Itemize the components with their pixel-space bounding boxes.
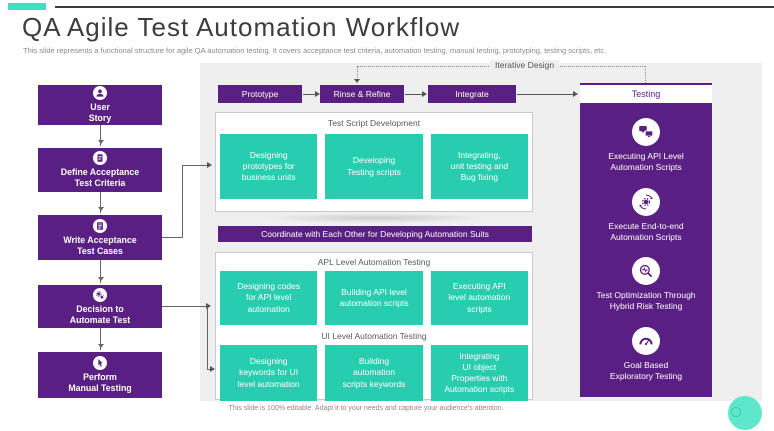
testing-item-test-optimization[interactable]: Test Optimization Through Hybrid Risk Te… bbox=[586, 257, 706, 312]
testing-item-end-to-end[interactable]: Execute End-to-end Automation Scripts bbox=[586, 187, 706, 243]
flow-step-decision-automate[interactable]: Decision to Automate Test bbox=[38, 285, 162, 328]
task-designing-prototypes[interactable]: Designing prototypes for business units bbox=[220, 134, 318, 199]
task-executing-api-scripts[interactable]: Executing API level automation scripts bbox=[430, 271, 528, 325]
testing-item-label: Test Optimization Through Hybrid Risk Te… bbox=[596, 290, 696, 312]
box-row: Designing keywords for UI level automati… bbox=[216, 341, 532, 401]
flow-step-label: Define Acceptance Test Criteria bbox=[60, 167, 140, 188]
flow-step-define-acceptance[interactable]: Define Acceptance Test Criteria bbox=[38, 148, 162, 192]
acceptance-criteria-icon bbox=[93, 151, 107, 166]
flow-step-manual-testing[interactable]: Perform Manual Testing bbox=[38, 352, 162, 398]
testing-item-api-scripts[interactable]: Executing API Level Automation Scripts bbox=[586, 118, 706, 173]
iterative-design-line bbox=[645, 66, 646, 83]
section-title: Test Script Development bbox=[327, 118, 421, 128]
flow-step-label: Decision to Automate Test bbox=[69, 303, 131, 325]
box-row: Designing prototypes for business units … bbox=[216, 128, 532, 199]
user-icon bbox=[93, 86, 107, 101]
testing-panel: Executing API Level Automation Scripts E… bbox=[580, 103, 712, 397]
footer-note: This slide is 100% editable. Adapt it to… bbox=[228, 405, 504, 412]
accent-bar bbox=[8, 3, 46, 10]
flow-arrow-down bbox=[97, 192, 104, 213]
flow-step-user-story[interactable]: User Story bbox=[38, 85, 162, 125]
flow-arrow-down bbox=[97, 260, 104, 283]
connector-arrowhead bbox=[210, 365, 218, 372]
flow-step-write-test-cases[interactable]: Write Acceptance Test Cases bbox=[38, 215, 162, 260]
flow-step-label: User Story bbox=[88, 102, 112, 123]
pipeline-arrowhead bbox=[573, 90, 581, 97]
section-shadow bbox=[260, 213, 490, 223]
testing-item-label: Execute End-to-end Automation Scripts bbox=[608, 220, 684, 242]
test-cases-icon bbox=[93, 218, 107, 233]
pipeline-step-integrate[interactable]: Integrate bbox=[428, 85, 516, 103]
page-title: QA Agile Test Automation Workflow bbox=[22, 12, 461, 42]
coordinate-bar: Coordinate with Each Other for Developin… bbox=[218, 226, 532, 242]
box-row: Designing codes for API level automation… bbox=[216, 267, 532, 325]
task-building-api-scripts[interactable]: Building API level automation scripts bbox=[325, 271, 423, 325]
task-building-ui-scripts[interactable]: Building automation scripts keywords bbox=[325, 345, 423, 401]
pipeline-arrow bbox=[517, 94, 574, 95]
risk-analysis-magnifier-icon bbox=[632, 257, 660, 286]
testing-divider bbox=[580, 83, 712, 85]
connector-arrowhead bbox=[206, 302, 214, 309]
connector-line bbox=[182, 165, 183, 238]
flow-step-label: Perform Manual Testing bbox=[68, 372, 132, 393]
section-test-script-development: Test Script Development Designing protot… bbox=[215, 112, 533, 212]
connector-line bbox=[183, 165, 208, 166]
manual-testing-icon bbox=[93, 356, 107, 371]
task-developing-testing-scripts[interactable]: Developing Testing scripts bbox=[325, 134, 423, 199]
pipeline-arrowhead bbox=[422, 90, 430, 97]
iterative-design-label: Iterative Design bbox=[490, 60, 560, 70]
page-subtitle: This slide represents a functional struc… bbox=[23, 46, 607, 55]
section-automation-testing: APL Level Automation Testing Designing c… bbox=[215, 252, 533, 401]
task-integrating-ui-objects[interactable]: Integrating UI object Properties with Au… bbox=[430, 345, 528, 401]
testing-item-label: Executing API Level Automation Scripts bbox=[608, 151, 684, 173]
api-monitors-icon bbox=[632, 118, 660, 147]
iterative-design-arrowhead bbox=[354, 79, 360, 86]
connector-line bbox=[207, 369, 212, 370]
connector-line bbox=[207, 306, 208, 369]
connector-arrowhead bbox=[207, 161, 215, 168]
section-title: UI Level Automation Testing bbox=[321, 331, 427, 341]
testing-header: Testing bbox=[580, 85, 712, 103]
testing-item-exploratory[interactable]: Goal Based Exploratory Testing bbox=[586, 326, 706, 382]
pipeline-step-prototype[interactable]: Prototype bbox=[218, 85, 302, 103]
header-divider bbox=[55, 6, 774, 8]
pipeline-arrowhead bbox=[315, 90, 323, 97]
pipeline-arrow bbox=[405, 94, 423, 95]
task-designing-api-codes[interactable]: Designing codes for API level automation bbox=[220, 271, 318, 325]
pipeline-arrow bbox=[303, 94, 316, 95]
section-title: APL Level Automation Testing bbox=[317, 257, 431, 267]
flow-step-label: Write Acceptance Test Cases bbox=[63, 234, 137, 256]
task-designing-ui-keywords[interactable]: Designing keywords for UI level automati… bbox=[220, 345, 318, 401]
teal-decoration-ring bbox=[731, 407, 741, 417]
automation-decision-icon bbox=[93, 287, 107, 302]
flow-arrow-down bbox=[97, 328, 104, 350]
exploratory-gauge-icon bbox=[632, 326, 660, 355]
connector-line bbox=[162, 306, 207, 307]
pipeline-step-rinse-refine[interactable]: Rinse & Refine bbox=[320, 85, 404, 103]
testing-item-label: Goal Based Exploratory Testing bbox=[609, 359, 683, 381]
workflow-panel: Iterative Design Prototype Rinse & Refin… bbox=[200, 60, 762, 401]
task-integrating-unit-testing[interactable]: Integrating, unit testing and Bug fixing bbox=[430, 134, 528, 199]
connector-line bbox=[162, 237, 182, 238]
iterative-design-line bbox=[357, 66, 358, 80]
flow-arrow-down bbox=[97, 125, 104, 146]
end-to-end-sync-icon bbox=[632, 187, 660, 216]
